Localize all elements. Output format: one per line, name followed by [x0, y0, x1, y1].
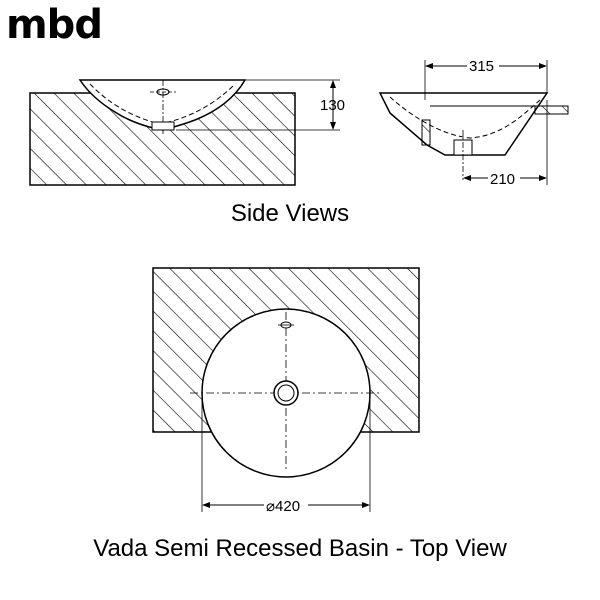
dimension-height: 130 — [320, 97, 345, 114]
shelf-bracket — [534, 105, 569, 115]
top-view-caption: Vada Semi Recessed Basin - Top View — [93, 535, 507, 562]
dimension-depth: 315 — [469, 58, 494, 75]
brand-logo: mbd — [6, 2, 103, 48]
side-view-profile: 315 210 — [378, 57, 569, 188]
top-view: ⌀420 — [152, 267, 420, 515]
dimension-diameter: ⌀420 — [266, 498, 300, 515]
dimension-inset-depth: 210 — [490, 171, 515, 188]
side-views-caption: Side Views — [230, 200, 350, 227]
counter-edge-hatch — [421, 119, 431, 146]
waste-outlet-side — [151, 121, 175, 131]
side-view-front: 130 — [29, 79, 345, 186]
